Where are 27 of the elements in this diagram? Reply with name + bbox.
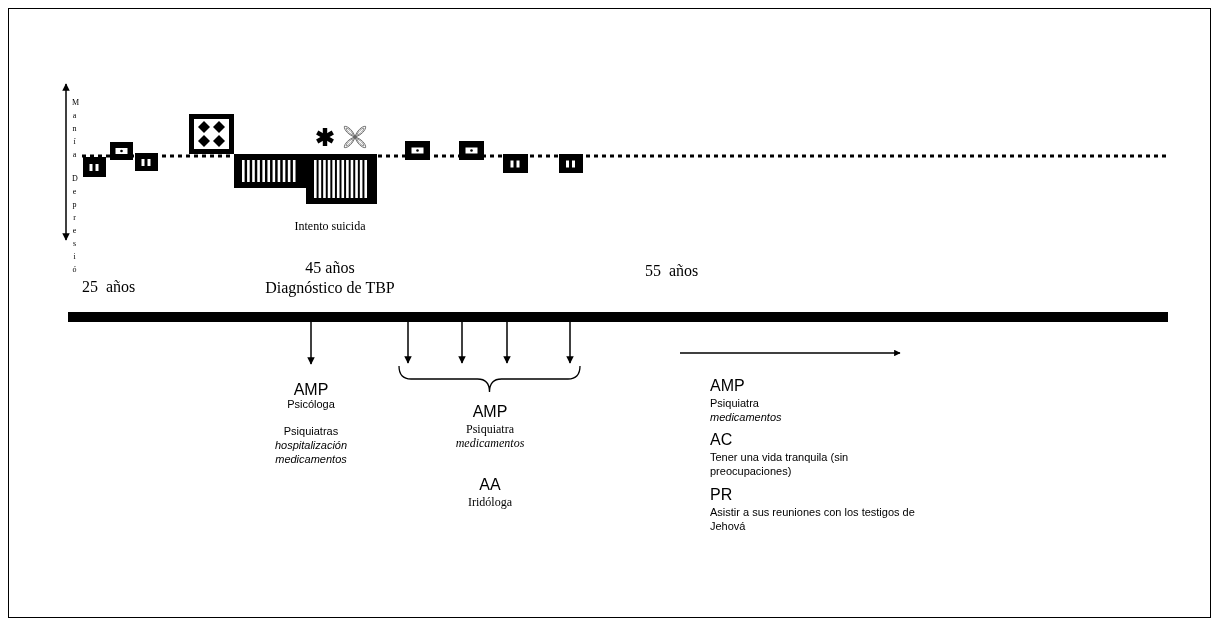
event-label: Intento suicida — [293, 219, 367, 234]
age-label: 25 años — [82, 277, 137, 297]
category-label: PR — [710, 485, 734, 505]
category-label: AMP — [292, 380, 330, 400]
age-label: 55 años — [645, 261, 700, 281]
axis-label: Depresió — [72, 173, 77, 276]
care-description: Psiquiatra medicamentos — [454, 422, 526, 450]
age-label: 45 años — [304, 258, 356, 278]
axis-label: Manía — [72, 97, 77, 161]
arrow — [503, 321, 511, 364]
arrow — [404, 321, 412, 364]
arrow — [566, 321, 574, 364]
category-label: AMP — [710, 376, 746, 396]
diagnosis-label: Diagnóstico de TBP — [264, 278, 396, 298]
category-label: AMP — [471, 402, 509, 422]
timeline-bar — [68, 312, 1168, 322]
role-label: Psicóloga — [286, 398, 336, 412]
care-description: Psiquiatra medicamentos — [710, 396, 783, 424]
arrow — [307, 321, 315, 365]
category-label: AC — [710, 430, 734, 450]
arrow — [458, 321, 466, 364]
curly-brace — [398, 365, 581, 393]
care-description: Tener una vida tranquila (sin preocupaciones) — [710, 450, 850, 478]
care-description: Psiquiatras hospitalización medicamentos — [273, 424, 349, 466]
category-label: AA — [478, 475, 502, 495]
care-description: Asistir a sus reuniones con los testigos de Jehová — [710, 505, 916, 533]
role-label: Iridóloga — [467, 495, 513, 510]
